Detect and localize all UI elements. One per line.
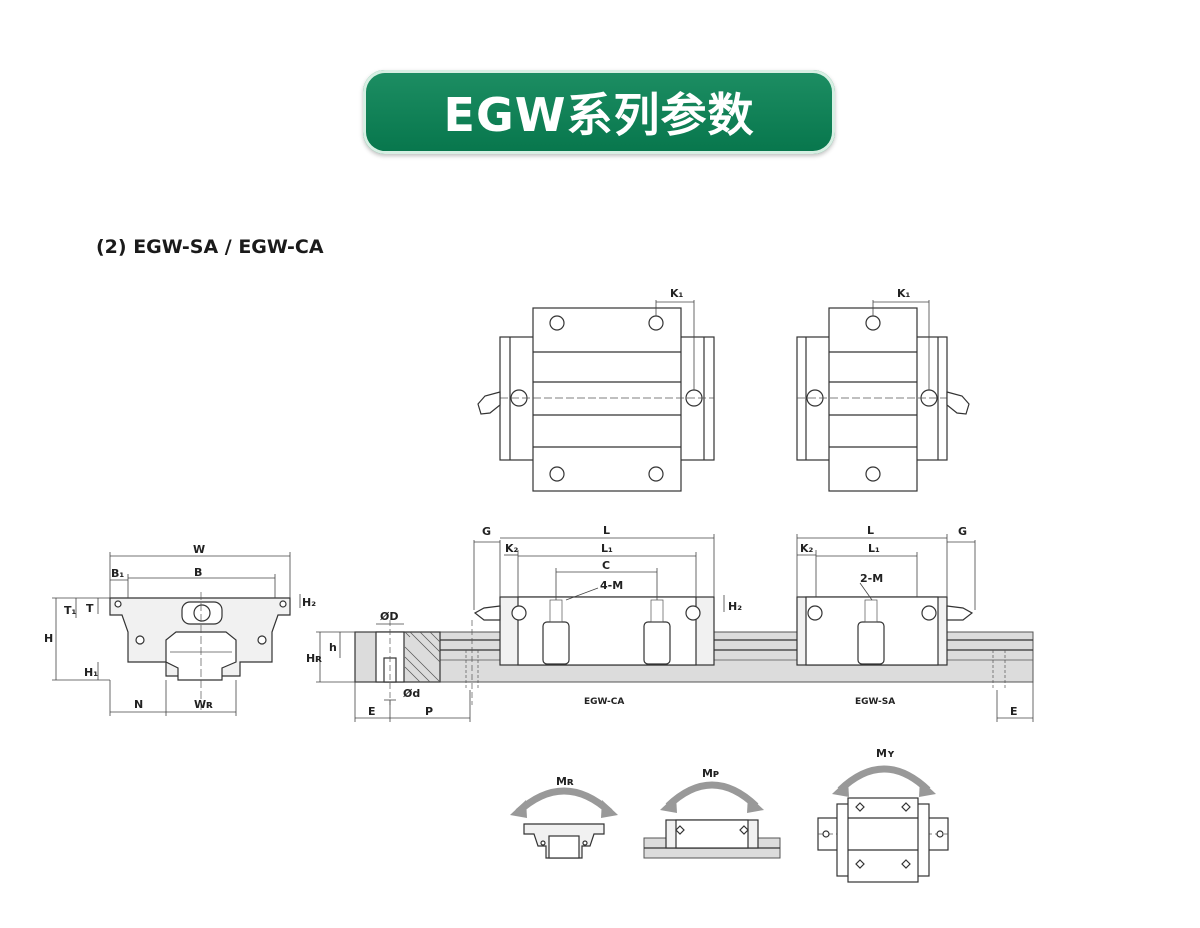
label-l-sa: L: [867, 524, 874, 537]
label-k1-ca: K₁: [670, 287, 684, 300]
label-c: C: [602, 559, 610, 572]
moment-mp: Mᴘ: [643, 767, 781, 859]
label-phiD: ØD: [380, 610, 398, 623]
banner-title: EGW系列参数: [443, 88, 755, 142]
label-e-right: E: [1010, 705, 1018, 718]
label-h1: H₁: [84, 666, 98, 679]
label-k2-sa: K₂: [800, 542, 814, 555]
top-view-ca: K₁: [477, 287, 715, 492]
label-l1-ca: L₁: [601, 542, 613, 555]
caption-sa: EGW-SA: [855, 697, 895, 707]
moment-my: Mʏ: [817, 747, 949, 883]
caption-ca: EGW-CA: [584, 697, 624, 707]
label-phid: Ød: [403, 687, 420, 700]
label-my: Mʏ: [876, 747, 895, 760]
label-l1-sa: L₁: [868, 542, 880, 555]
label-w: W: [193, 543, 205, 556]
title-banner: EGW系列参数: [363, 70, 835, 154]
label-h2-side: H₂: [728, 600, 742, 613]
label-k1-sa: K₁: [897, 287, 911, 300]
label-b: B: [194, 566, 202, 579]
label-p: P: [425, 705, 433, 718]
label-h: H: [44, 632, 53, 645]
label-g-ca: G: [482, 525, 491, 538]
subtitle: (2) EGW-SA / EGW-CA: [96, 236, 324, 258]
top-view-sa: K₁: [796, 287, 970, 492]
label-t: T: [86, 602, 94, 615]
label-mr: Mʀ: [556, 775, 574, 788]
label-4m: 4-M: [600, 579, 623, 592]
label-e-left: E: [368, 705, 376, 718]
label-mp: Mᴘ: [702, 767, 719, 780]
label-b1: B₁: [111, 567, 124, 580]
label-n: N: [134, 698, 143, 711]
side-view: ØD h Hʀ Ød E P E G L K₂ L₁: [306, 524, 1034, 722]
label-hr: Hʀ: [306, 652, 322, 665]
label-h-small: h: [329, 641, 337, 654]
label-l-ca: L: [603, 524, 610, 537]
label-k2-ca: K₂: [505, 542, 519, 555]
label-g-sa: G: [958, 525, 967, 538]
moment-mr: Mʀ: [510, 775, 618, 859]
label-t1: T₁: [64, 604, 77, 617]
label-wr: Wʀ: [194, 698, 213, 711]
label-h2-end: H₂: [302, 596, 316, 609]
end-view: W B₁ B T₁ T H₂ H H₁ N Wʀ: [44, 543, 316, 716]
label-2m: 2-M: [860, 572, 883, 585]
